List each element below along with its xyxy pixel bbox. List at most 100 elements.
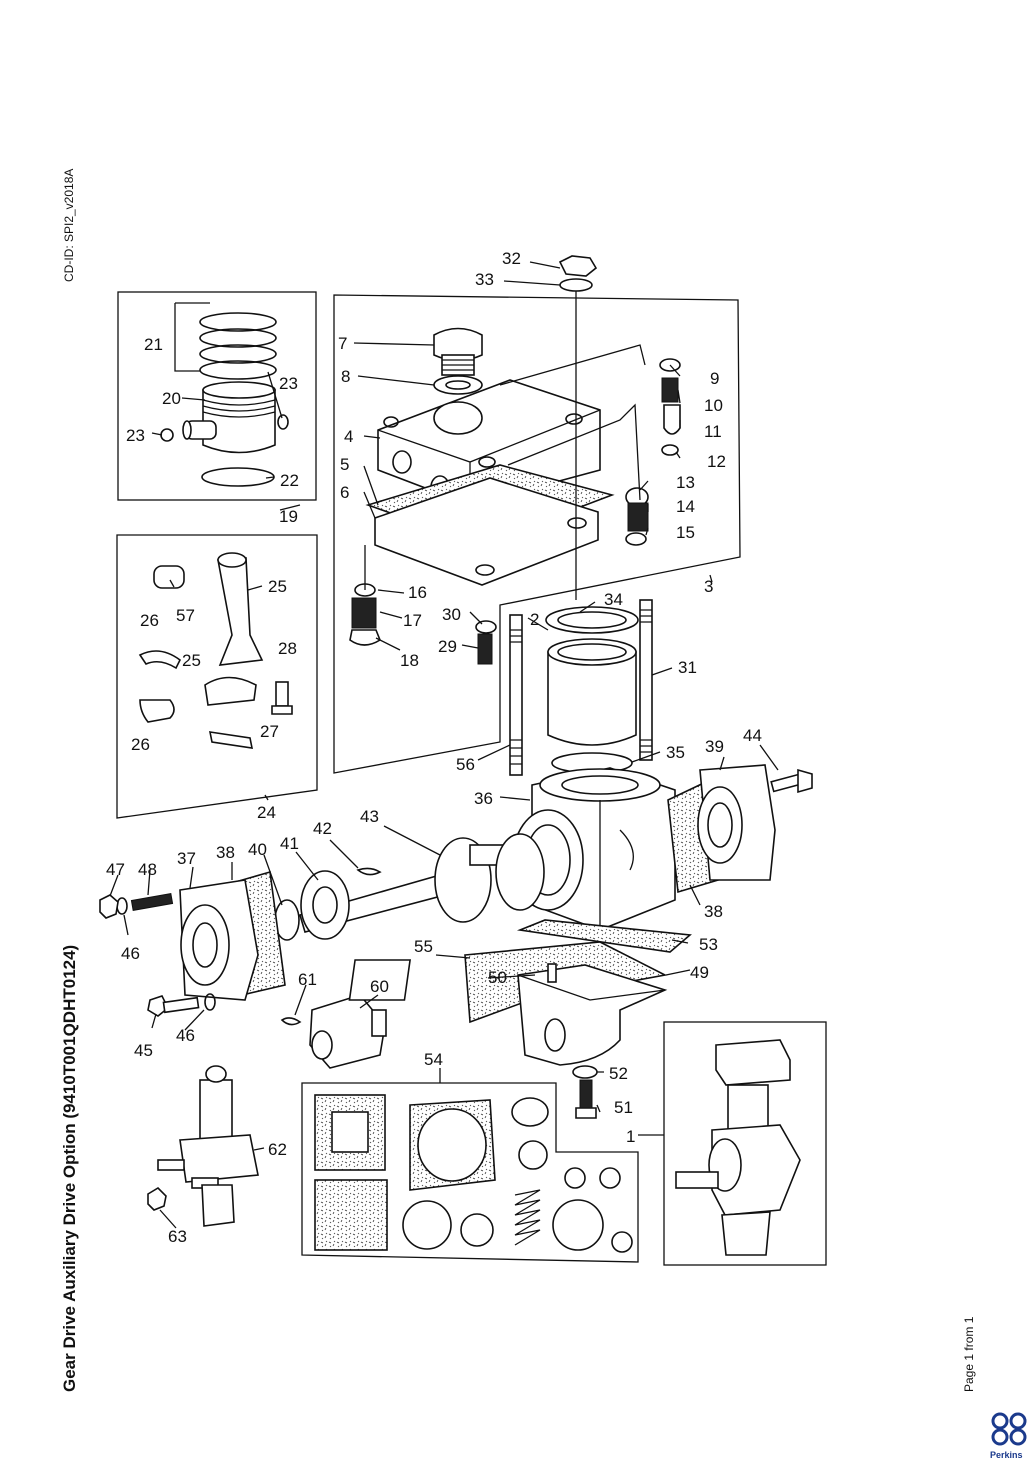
oring-c [460, 1213, 494, 1247]
spring-14-part [627, 502, 649, 532]
screw-29-part [477, 633, 493, 665]
nut-63-part [147, 1186, 167, 1211]
callout-22: 22 [280, 471, 299, 490]
callout-1: 1 [626, 1127, 635, 1146]
assembled-unit-part [675, 1039, 801, 1256]
bearing-shell-26-bottom [139, 699, 175, 723]
valve-plate-6 [374, 477, 599, 586]
callout-28: 28 [278, 639, 297, 658]
callout-61: 61 [298, 970, 317, 989]
callout-25-bottom: 25 [182, 651, 201, 670]
callout-3: 3 [704, 577, 713, 596]
seal-12-part [661, 444, 679, 456]
regulator-valve-part [157, 1065, 259, 1227]
dowel-50-part [547, 963, 557, 983]
spring-kit [514, 1189, 541, 1246]
oring-a [511, 1097, 549, 1127]
callout-46-bottom: 46 [176, 1026, 195, 1045]
callout-51: 51 [614, 1098, 633, 1117]
callout-7: 7 [338, 334, 347, 353]
callout-14: 14 [676, 497, 695, 516]
callout-29: 29 [438, 637, 457, 656]
bearing-shell-26-top [138, 650, 182, 670]
piston-rings-part [199, 312, 277, 380]
washer-46-bottom [204, 993, 216, 1011]
callout-35: 35 [666, 743, 685, 762]
spring-10-part [661, 377, 679, 403]
callout-48: 48 [138, 860, 157, 879]
stud-56-part [509, 614, 523, 776]
callout-15: 15 [676, 523, 695, 542]
callout-18: 18 [400, 651, 419, 670]
stud-31-part [639, 599, 653, 761]
plug-7-part [433, 327, 483, 376]
circlip-part [277, 414, 289, 430]
oring-f [599, 1167, 621, 1189]
callout-53: 53 [699, 935, 718, 954]
callout-60: 60 [370, 977, 389, 996]
washer-46-top [116, 897, 128, 915]
bolt-44-part [770, 768, 813, 794]
callout-32: 32 [502, 249, 521, 268]
washer-33-part [559, 278, 593, 292]
perkins-logo [991, 1412, 1027, 1446]
callout-45: 45 [134, 1041, 153, 1060]
gasket-34-part [545, 606, 639, 634]
oring-d [552, 1199, 604, 1251]
callout-42: 42 [313, 819, 332, 838]
callout-31: 31 [678, 658, 697, 677]
washer-8-part [433, 375, 483, 395]
callout-41: 41 [280, 834, 299, 853]
group-box-3 [333, 294, 741, 774]
callout-44: 44 [743, 726, 762, 745]
callout-62: 62 [268, 1140, 287, 1159]
valve-18-part [349, 629, 381, 646]
callout-49: 49 [690, 963, 709, 982]
callout-46-top: 46 [121, 944, 140, 963]
callout-9: 9 [710, 369, 719, 388]
cylinder-liner-part [547, 638, 637, 746]
callout-4: 4 [344, 427, 353, 446]
callout-20: 20 [162, 389, 181, 408]
callout-36: 36 [474, 789, 493, 808]
circlip-9-part [659, 358, 681, 372]
connecting-rod-part [217, 552, 264, 666]
callout-26-bottom: 26 [131, 735, 150, 754]
stud-48-part [130, 893, 174, 911]
piston-part [182, 381, 276, 454]
gear-housing-49-part [517, 964, 668, 1066]
callout-33: 33 [475, 270, 494, 289]
callout-38-right: 38 [704, 902, 723, 921]
oring-e [564, 1167, 586, 1189]
bolt-28-part [271, 681, 293, 715]
washer-30-part [475, 620, 497, 634]
callout-24: 24 [257, 803, 276, 822]
callout-57: 57 [176, 606, 195, 625]
callout-16: 16 [408, 583, 427, 602]
group-box-54 [301, 1082, 639, 1263]
callout-38-left: 38 [216, 843, 235, 862]
nut-32-part [558, 255, 598, 277]
group-box-19 [117, 291, 317, 501]
callout-55: 55 [414, 937, 433, 956]
bolt-45-part [147, 995, 200, 1017]
group-box-1 [663, 1021, 827, 1266]
gasket-square-b [314, 1179, 388, 1251]
callout-23-right: 23 [279, 374, 298, 393]
bush-57-part [153, 565, 185, 589]
callout-2: 2 [530, 610, 539, 629]
group-box-24 [116, 534, 318, 819]
end-cover-37-part [179, 879, 259, 1001]
callout-39: 39 [705, 737, 724, 756]
callout-12: 12 [707, 452, 726, 471]
bearing-cap-25-part [204, 676, 257, 706]
spring-17-part [351, 597, 377, 629]
piston-ring-part [201, 467, 275, 487]
oring-b [402, 1200, 452, 1250]
callout-23-left: 23 [126, 426, 145, 445]
callout-27: 27 [260, 722, 279, 741]
callout-63: 63 [168, 1227, 187, 1246]
callout-19: 19 [279, 507, 298, 526]
key-61-part [280, 1017, 302, 1026]
